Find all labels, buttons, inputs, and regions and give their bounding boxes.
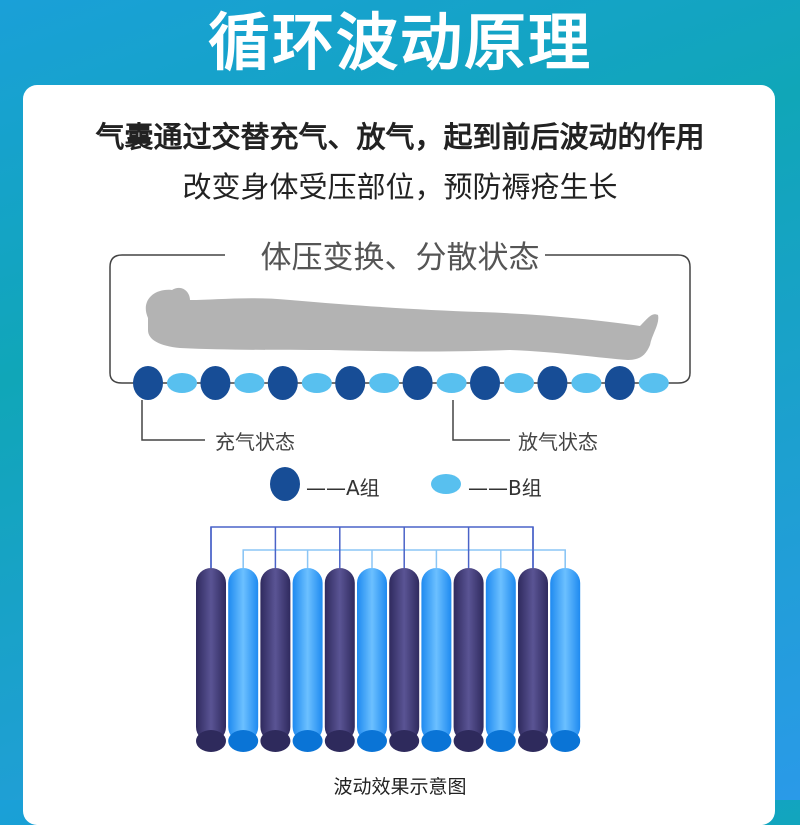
description-line-1: 气囊通过交替充气、放气，起到前后波动的作用 [95,120,705,154]
tube-a [324,568,355,752]
tube-b [421,568,452,752]
tube-b [550,568,581,752]
bead-b [369,373,400,393]
legend-b-label: ——B组 [468,476,542,500]
diagram-subtitle: 体压变换、分散状态 [260,240,540,276]
bead-a [133,366,163,400]
bead-a [470,366,500,400]
tube-b [357,568,387,752]
tube-a [196,568,226,752]
deflated-pointer [452,400,510,441]
tube-a [518,568,548,752]
tube-b [228,568,259,752]
tube-a [260,568,291,752]
bead-a [537,366,568,400]
bead-a [335,366,366,400]
frame-bracket [109,254,691,384]
legend-b-swatch [431,474,461,494]
legend-a-swatch [270,467,300,501]
bead-b [638,373,669,393]
tube-a [389,568,420,752]
bead-b [436,373,467,393]
bead-a [604,366,635,400]
tube-b [292,568,323,752]
body-silhouette [145,287,659,360]
bead-b [234,373,265,393]
wave-caption: 波动效果示意图 [333,776,467,798]
description-line-2: 改变身体受压部位，预防褥疮生长 [182,170,618,204]
deflated-label: 放气状态 [518,430,598,454]
bead-a [200,366,231,400]
bead-b [167,373,197,393]
bead-b [301,373,332,393]
bead-b [571,373,602,393]
legend-a-label: ——A组 [306,476,380,500]
inflated-label: 充气状态 [215,430,295,454]
page-title: 循环波动原理 [207,6,592,79]
bead-b [504,373,534,393]
tube-a [453,568,484,752]
inflated-pointer [141,400,205,441]
bead-a [267,366,298,400]
tube-b [485,568,516,752]
airbag-diagram [109,254,691,752]
bead-a [402,366,433,400]
